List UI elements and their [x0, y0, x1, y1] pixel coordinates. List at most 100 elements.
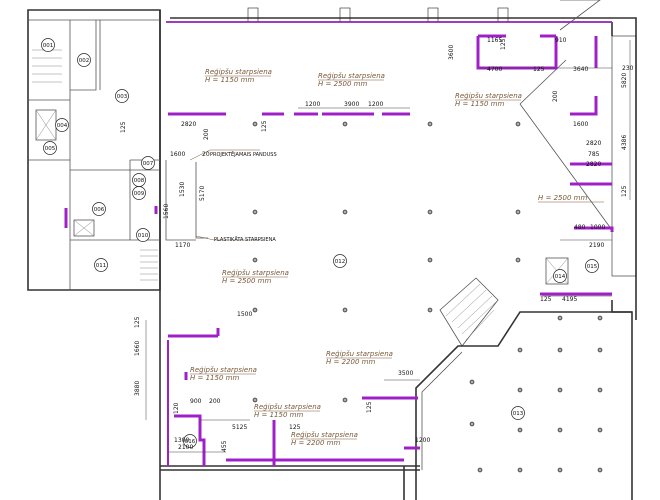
dimension-value: 1300: [174, 437, 189, 444]
dimension-value: 1000: [590, 224, 605, 231]
dimension-value: 20: [202, 151, 210, 158]
dimension-value: 125: [120, 121, 127, 133]
dimension-value: 125: [533, 66, 545, 73]
dimension-value: 1200: [368, 101, 383, 108]
room-011: 011: [94, 258, 108, 272]
room-marker: [55, 118, 69, 132]
ceiling-point: [427, 121, 433, 127]
dimension-value: 125: [540, 296, 552, 303]
ceiling-point: [597, 427, 603, 433]
ceiling-point: [252, 121, 258, 127]
dimension-value: 455: [221, 440, 228, 452]
dimension-value: 3500: [398, 370, 413, 377]
room-006: 006: [92, 202, 106, 216]
partition-note-height: H = 2500 mm: [222, 277, 271, 285]
ceiling-point: [469, 379, 475, 385]
room-number: 015: [587, 264, 598, 270]
dimension-value: 125: [366, 401, 373, 413]
partition-note: Reģipšu starpsiena: [455, 92, 522, 100]
dimension-value: 2190: [589, 242, 604, 249]
room-number: 005: [45, 146, 56, 152]
ceiling-point: [252, 209, 258, 215]
ceiling-point: [515, 257, 521, 263]
ceiling-point: [515, 121, 521, 127]
partition-note-height: H = 2200 mm: [326, 358, 375, 366]
partition-note-height: H = 1150 mm: [205, 76, 254, 84]
partition-note: Reģipšu starpsiena: [326, 350, 393, 358]
dimension-value: 3900: [344, 101, 359, 108]
dimension-value: 125: [500, 38, 507, 50]
ceiling-point: [427, 257, 433, 263]
room-015: 015: [585, 259, 599, 273]
ramp-label: PROJEKTĒJAMAIS PANDUSS: [210, 151, 277, 158]
room-labels: 0010020030040050060070080090100110120130…: [41, 38, 599, 448]
partition-note: Reģipšu starpsiena: [291, 431, 358, 439]
ceiling-point: [517, 387, 523, 393]
ceiling-point: [342, 209, 348, 215]
room-marker: [585, 259, 599, 273]
partition-note-height: H = 1150 mm: [254, 411, 303, 419]
room-013: 013: [511, 406, 525, 420]
room-marker: [77, 53, 91, 67]
ceiling-point: [557, 467, 563, 473]
room-number: 012: [335, 259, 346, 265]
dimension-value: 125: [261, 120, 268, 132]
stairs: [32, 49, 499, 347]
dimension-value: 125: [289, 424, 301, 431]
partition-note: Reģipšu starpsiena: [190, 366, 257, 374]
room-number: 009: [134, 191, 145, 197]
room-002: 002: [77, 53, 91, 67]
dimension-value: 3640: [573, 66, 588, 73]
dimension-value: 3600: [448, 45, 455, 60]
room-012: 012: [333, 254, 347, 268]
dimension-value: 1200: [305, 101, 320, 108]
dimension-value: 1600: [573, 121, 588, 128]
partition-note: Reģipšu starpsiena: [222, 269, 289, 277]
room-016: 016: [183, 434, 197, 448]
partition-note: Reģipšu starpsiena: [318, 72, 385, 80]
ceiling-point: [557, 315, 563, 321]
room-009: 009: [132, 186, 146, 200]
dimension-value: 1165: [487, 37, 502, 44]
dimension-value: 120: [173, 402, 180, 414]
ceiling-point: [517, 467, 523, 473]
room-001: 001: [41, 38, 55, 52]
ceiling-point: [515, 209, 521, 215]
partitions: [64, 21, 614, 466]
room-number: 008: [134, 178, 145, 184]
partition-note-height: H = 1150 mm: [190, 374, 239, 382]
ceiling-point: [557, 387, 563, 393]
room-005: 005: [43, 141, 57, 155]
dimension-value: 2820: [586, 161, 601, 168]
ceiling-point: [477, 467, 483, 473]
ceiling-point: [557, 347, 563, 353]
room-number: 001: [43, 43, 54, 49]
ceiling-point: [469, 421, 475, 427]
partition-note-height: H = 1150 mm: [455, 100, 504, 108]
dimension-value: 1500: [237, 311, 252, 318]
dimension-value: 2820: [586, 140, 601, 147]
dimension-value: 200: [203, 128, 210, 140]
room-marker: [136, 228, 150, 242]
room-008: 008: [132, 173, 146, 187]
dimension-value: 785: [588, 151, 600, 158]
room-marker: [183, 434, 197, 448]
dimension-value: 4195: [562, 296, 577, 303]
room-number: 013: [513, 411, 524, 417]
ceiling-point: [252, 257, 258, 263]
ceiling-point: [342, 397, 348, 403]
room-number: 006: [94, 207, 105, 213]
dimension-value: 480: [574, 224, 586, 231]
room-marker: [553, 269, 567, 283]
octagon-room-013: [415, 311, 632, 500]
dimension-value: 3880: [134, 381, 141, 396]
room-004: 004: [55, 118, 69, 132]
dimension-value: 900: [190, 398, 202, 405]
partition-note: H = 2500 mm: [538, 194, 587, 202]
dimension-value: 230: [622, 65, 634, 72]
ceiling-point: [597, 347, 603, 353]
dimension-value: 2100: [178, 444, 193, 451]
